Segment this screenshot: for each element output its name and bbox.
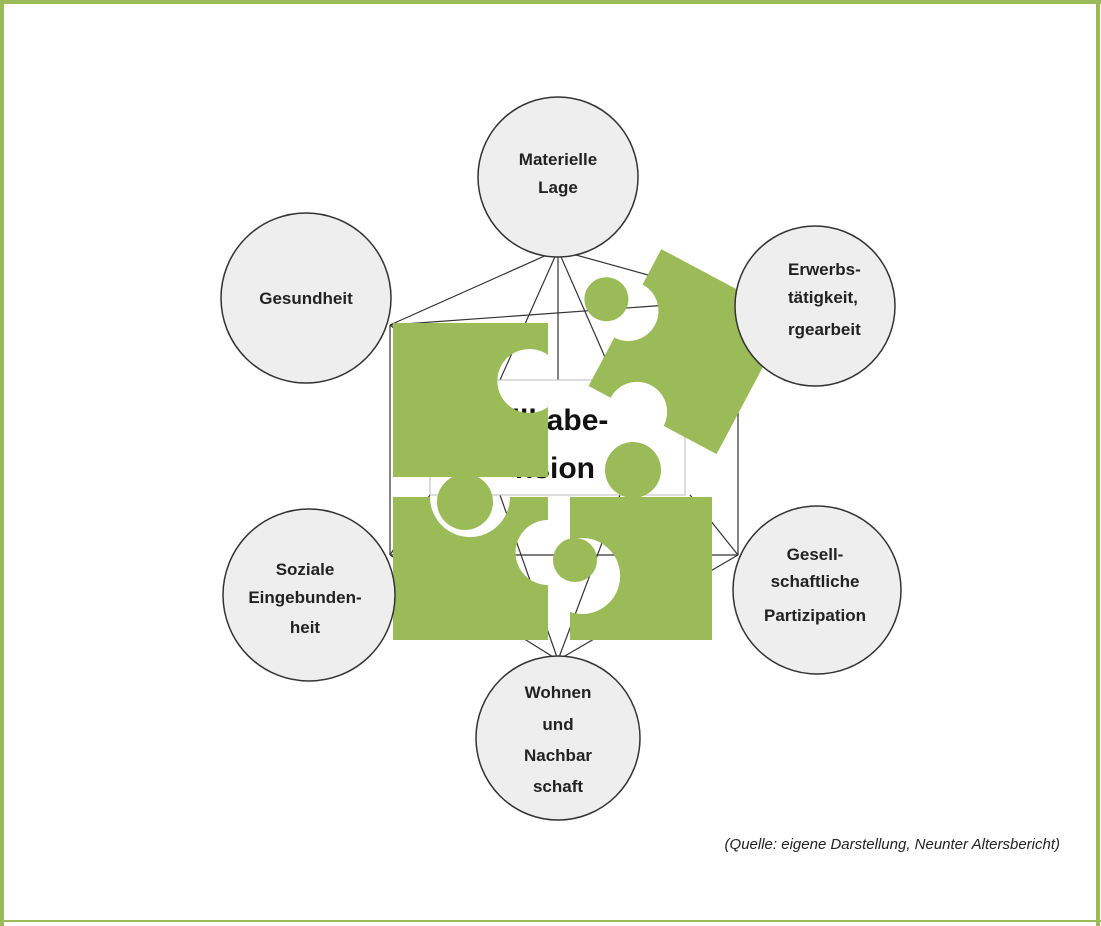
node-erwerb: Erwerbs- tätigkeit, rgearbeit: [734, 225, 896, 387]
source-caption: (Quelle: eigene Darstellung, Neunter Alt…: [724, 836, 1060, 853]
node-label-gesell-1: Gesell-: [787, 545, 844, 564]
puzzle-piece-bottom-left: [393, 497, 548, 640]
node-circle-soziale: [222, 508, 396, 682]
puzzle-piece-top-left: [393, 323, 548, 477]
frame-border-left: [0, 0, 4, 926]
node-gesell: Gesell- schaftliche Partizipation: [732, 505, 902, 675]
node-label-gesell-2: schaftliche: [771, 572, 860, 591]
node-label-erwerb-3: rgearbeit: [788, 320, 861, 339]
node-label-erwerb-2: tätigkeit,: [788, 288, 858, 307]
node-label-materielle-1: Materielle: [519, 150, 597, 169]
node-circle-wohnen: [475, 655, 641, 821]
node-label-wohnen-2: und: [542, 715, 573, 734]
node-circle-gesell: [732, 505, 902, 675]
node-soziale: Soziale Eingebunden- heit: [222, 508, 396, 682]
frame-border-bottom: [0, 920, 1101, 922]
node-materielle: Materielle Lage: [477, 96, 639, 258]
node-label-soziale-2: Eingebunden-: [248, 588, 361, 607]
node-label-wohnen-3: Nachbar: [524, 746, 592, 765]
puzzle-knob-right: [605, 442, 661, 498]
node-circle-materielle: [477, 96, 639, 258]
puzzle-knob-bottom: [553, 538, 597, 582]
node-label-soziale-3: heit: [290, 618, 321, 637]
frame-border-right: [1096, 0, 1100, 926]
node-label-gesell-3: Partizipation: [764, 606, 866, 625]
node-label-soziale-1: Soziale: [276, 560, 335, 579]
node-label-wohnen-1: Wohnen: [525, 683, 592, 702]
node-circle-gesundheit: [220, 212, 392, 384]
node-label-erwerb-1: Erwerbs-: [788, 260, 861, 279]
node-gesundheit: Gesundheit: [220, 212, 392, 384]
node-circle-erwerb: [734, 225, 896, 387]
puzzle-knob-left: [437, 474, 493, 530]
node-label-wohnen-4: schaft: [533, 777, 583, 796]
node-wohnen: Wohnen und Nachbar schaft: [475, 655, 641, 821]
puzzle-piece-bottom-right: [570, 497, 712, 640]
frame-border-top: [0, 0, 1101, 4]
node-label-gesundheit: Gesundheit: [259, 289, 353, 308]
node-label-materielle-2: Lage: [538, 178, 578, 197]
